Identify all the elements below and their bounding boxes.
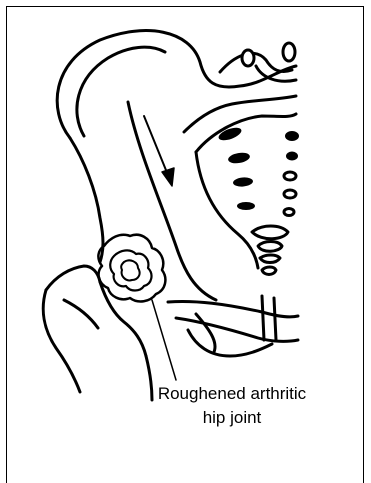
- sacrum-upper: [196, 114, 296, 152]
- ischium: [188, 330, 272, 356]
- femur-inner: [100, 282, 146, 356]
- femur-neck-line: [64, 300, 98, 328]
- caption-line-2: hip joint: [112, 406, 352, 430]
- sacrum-outline: [196, 152, 258, 268]
- sacrum-ala: [184, 96, 296, 132]
- coccyx-seg-2: [260, 255, 280, 263]
- arthritic-joint-core: [121, 260, 139, 280]
- iliac-wing: [57, 31, 296, 138]
- sacral-foramina-open: [284, 172, 296, 216]
- arthritic-joint-outer: [98, 235, 165, 302]
- femur-lateral: [46, 266, 100, 290]
- pubic-symphysis-2: [274, 298, 276, 340]
- coccyx-top: [252, 226, 288, 239]
- caption-leader-line: [152, 300, 176, 380]
- sacral-nub-2: [242, 50, 254, 66]
- pubic-symphysis: [262, 296, 264, 340]
- iliac-wing-inner-curve: [128, 102, 216, 300]
- iliac-wing-inner: [77, 47, 165, 136]
- pubic-ramus-upper: [168, 301, 298, 316]
- coccyx-seg-1: [258, 242, 282, 252]
- sacral-nub: [283, 43, 295, 61]
- caption-line-1: Roughened arthritic: [112, 382, 352, 406]
- pointer-arrow-head: [162, 168, 174, 186]
- iliac-wing-outer-edge: [70, 138, 103, 262]
- coccyx-seg-3: [262, 267, 276, 275]
- arthritic-joint-inner: [110, 250, 151, 290]
- joint-caption: Roughened arthritic hip joint: [112, 382, 352, 430]
- sacral-top-ridge: [220, 53, 292, 72]
